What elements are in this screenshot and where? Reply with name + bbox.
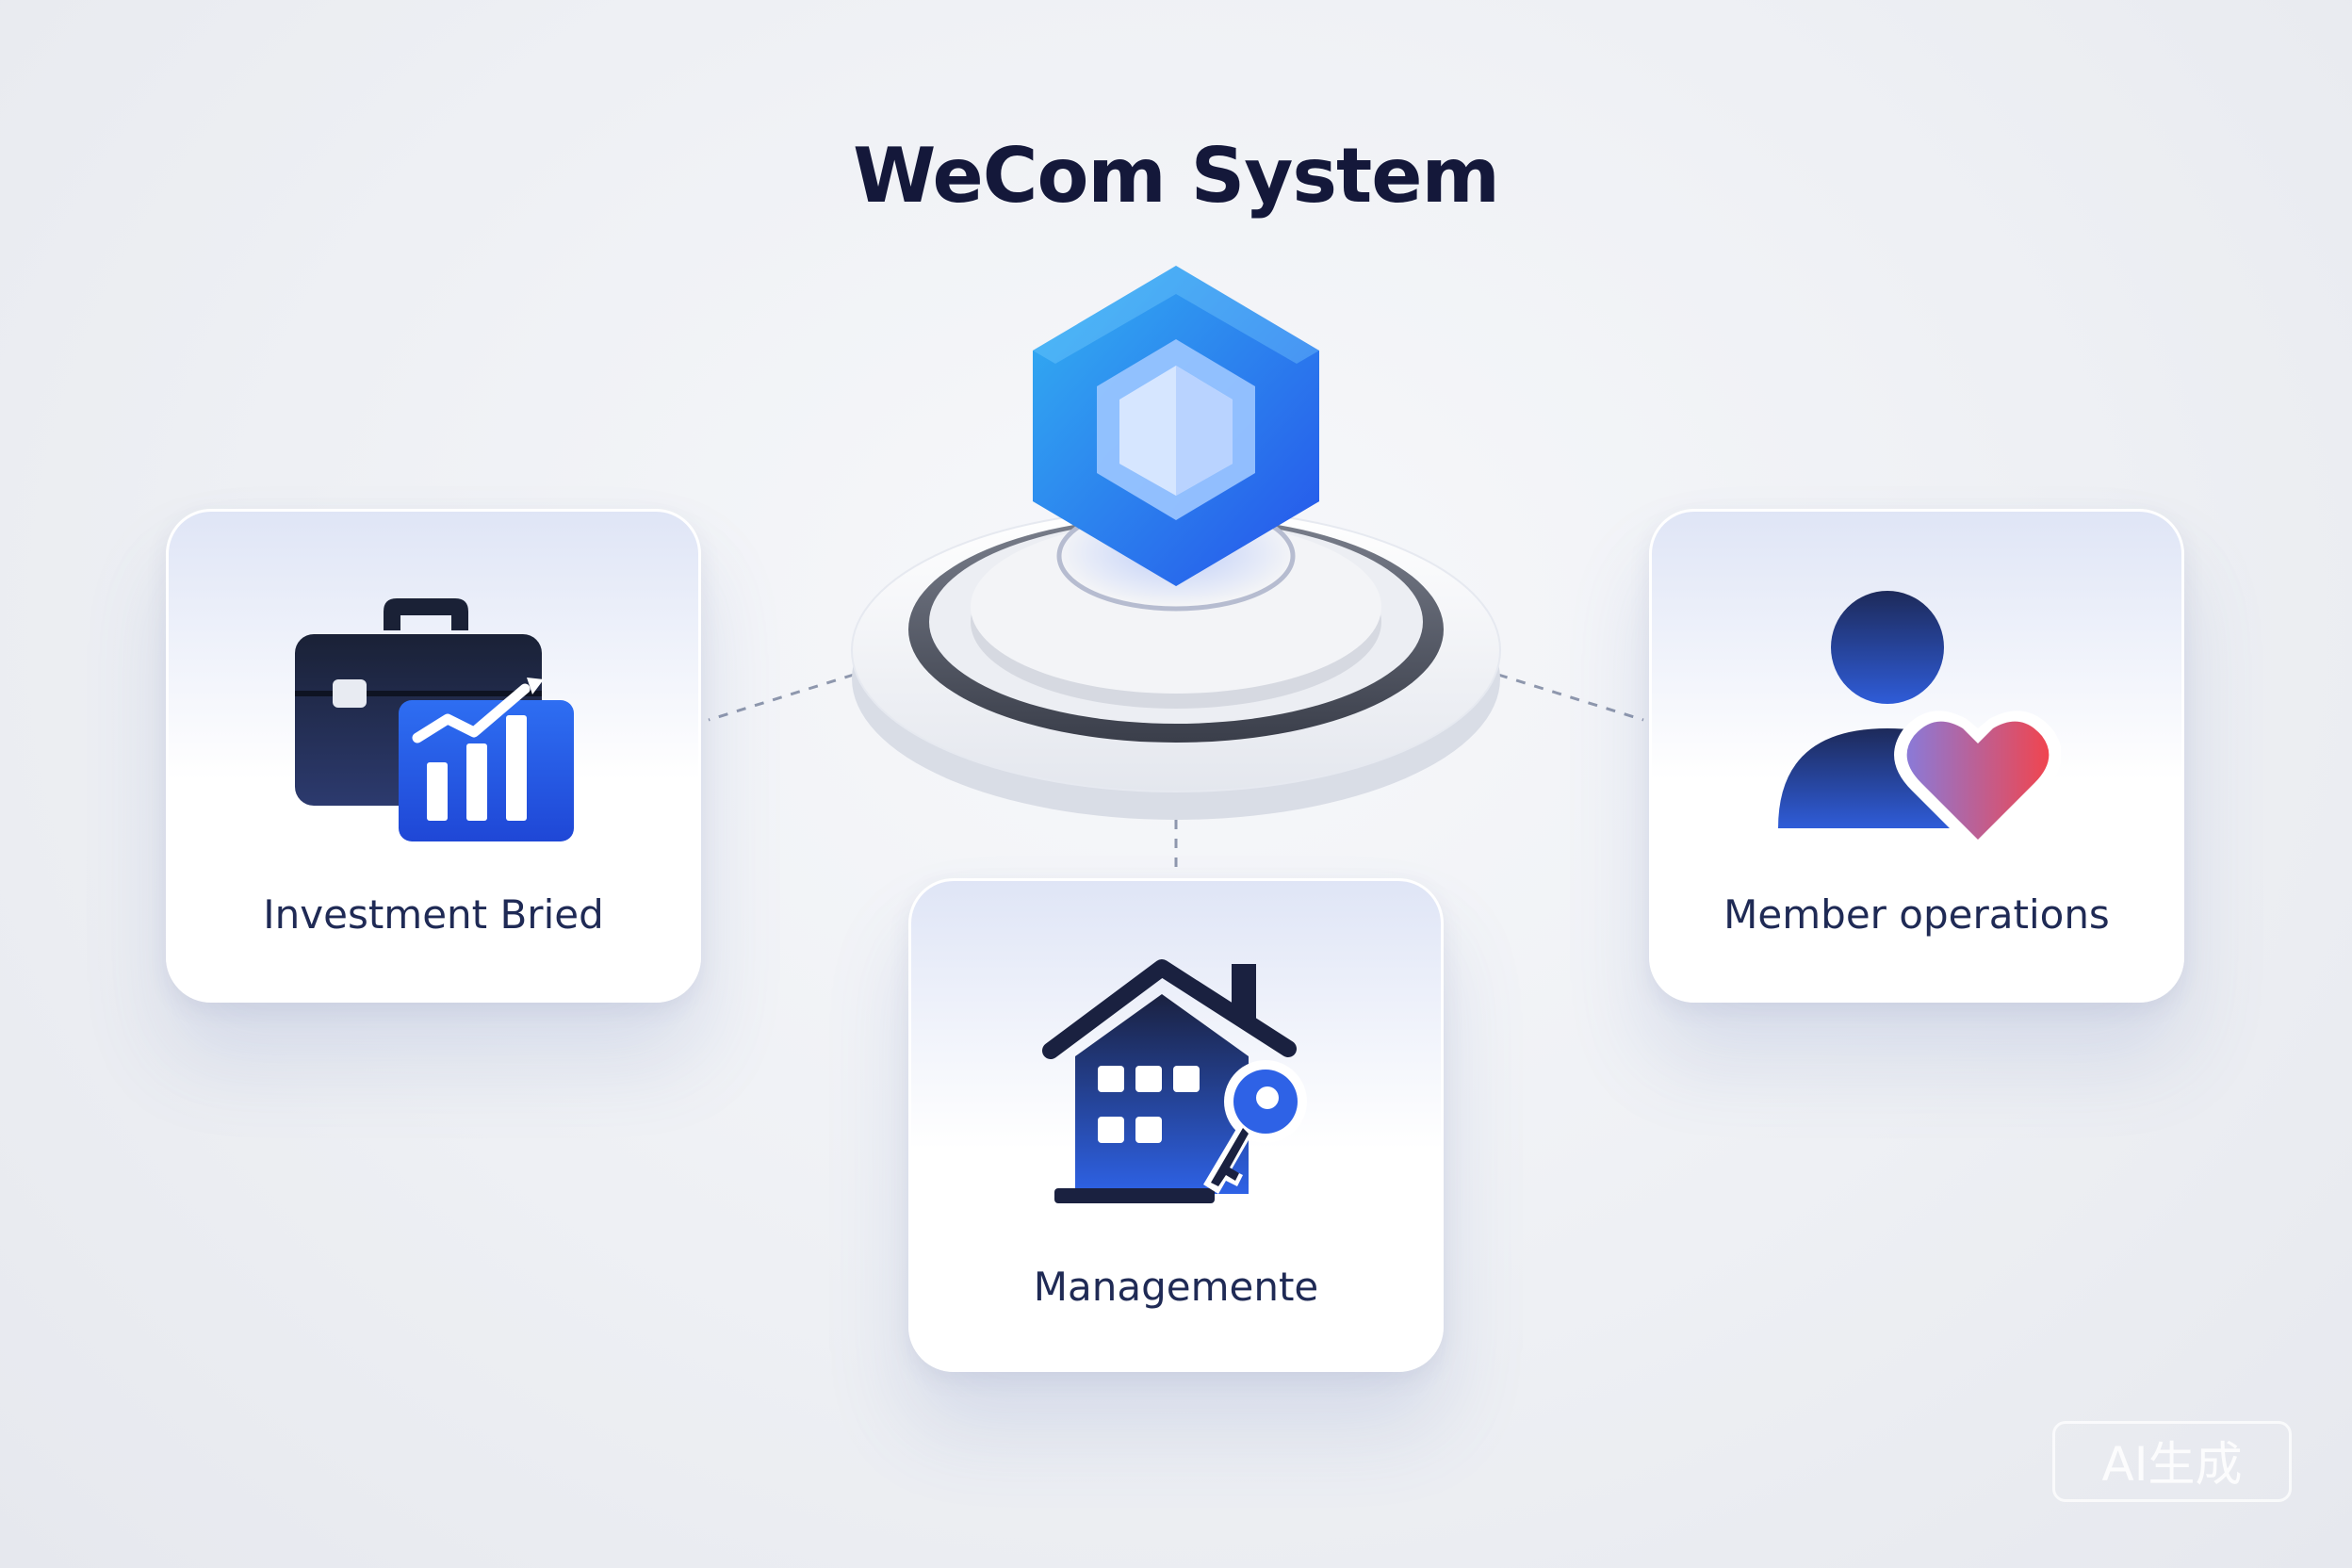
node-label-management: Managemente <box>1033 1264 1319 1310</box>
node-label-member: Member operations <box>1723 891 2110 938</box>
connector-to-investment <box>708 673 855 722</box>
diagram-title: WeCom System <box>853 132 1500 220</box>
connector-to-member <box>1497 673 1644 722</box>
user-heart-icon <box>1778 591 2061 857</box>
node-card-investment[interactable]: Investment Bried <box>166 509 701 1003</box>
ai-generated-watermark: AI生成 <box>2052 1421 2292 1502</box>
node-card-management[interactable]: Managemente <box>908 878 1444 1372</box>
hexagon-hub-icon <box>851 266 1501 820</box>
house-key-icon <box>1042 959 1307 1203</box>
node-label-investment: Investment Bried <box>263 891 604 938</box>
node-card-member[interactable]: Member operations <box>1649 509 2184 1003</box>
briefcase-chart-icon <box>295 598 574 841</box>
